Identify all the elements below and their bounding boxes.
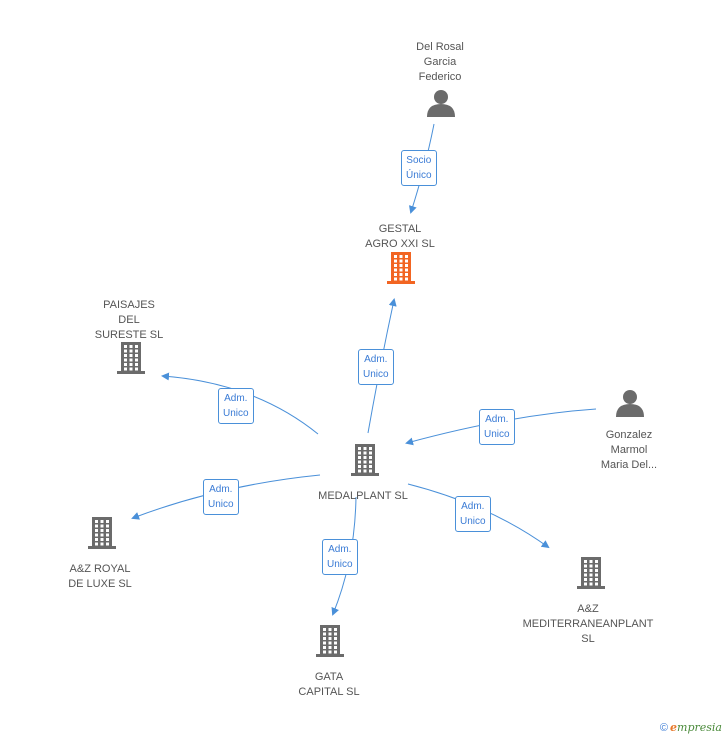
edge-label-medalplant-to-az_royal: Adm. Unico <box>203 479 239 515</box>
edge-label-del_rosal-to-gestal: Socio Único <box>401 150 437 186</box>
node-label-del_rosal[interactable]: Del Rosal Garcia Federico <box>416 41 464 83</box>
node-label-paisajes[interactable]: PAISAJES DEL SURESTE SL <box>94 299 164 341</box>
building-icon-medalplant[interactable] <box>351 444 379 476</box>
copyright-symbol: © <box>659 722 669 734</box>
building-icon-gestal[interactable] <box>387 252 415 284</box>
node-label-gonzalez[interactable]: Gonzalez Marmol Maria Del... <box>600 429 658 471</box>
edge-label-medalplant-to-gestal: Adm. Unico <box>358 349 394 385</box>
building-icon-az_medit[interactable] <box>577 557 605 589</box>
node-label-az_medit[interactable]: A&Z MEDITERRANEANPLANT SL <box>522 603 654 645</box>
node-label-gestal[interactable]: GESTAL AGRO XXI SL <box>365 223 435 250</box>
building-icon-paisajes[interactable] <box>117 342 145 374</box>
empresia-watermark: ©empresia <box>660 721 722 734</box>
building-icon-gata[interactable] <box>316 625 344 657</box>
edge-label-gonzalez-to-medalplant: Adm. Unico <box>479 409 515 445</box>
node-label-gata[interactable]: GATA CAPITAL SL <box>298 671 360 698</box>
person-icon-gonzalez[interactable] <box>616 390 644 417</box>
empresia-logo: empresia <box>670 721 722 734</box>
person-icon-del_rosal[interactable] <box>427 90 455 117</box>
node-label-az_royal[interactable]: A&Z ROYAL DE LUXE SL <box>68 563 132 590</box>
edge-label-medalplant-to-az_medit: Adm. Unico <box>455 496 491 532</box>
edge-label-medalplant-to-paisajes: Adm. Unico <box>218 388 254 424</box>
building-icon-az_royal[interactable] <box>88 517 116 549</box>
edge-label-medalplant-to-gata: Adm. Unico <box>322 539 358 575</box>
node-label-medalplant[interactable]: MEDALPLANT SL <box>318 490 408 502</box>
